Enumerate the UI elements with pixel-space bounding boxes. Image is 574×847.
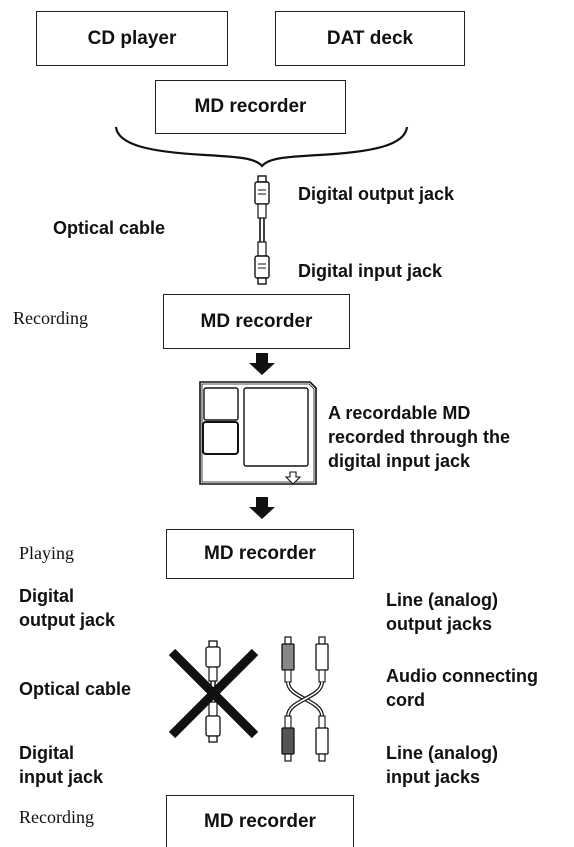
label-line: output jack	[19, 610, 116, 630]
dat-deck-box: DAT deck	[275, 11, 465, 66]
md-recorder-playing-box: MD recorder	[166, 529, 354, 579]
digital-output-jack-label: Digital output jack	[298, 184, 455, 204]
md-recorder-playing-label: MD recorder	[204, 543, 316, 564]
optical-plug-icon	[254, 241, 270, 285]
label-line: input jacks	[386, 767, 481, 787]
cd-player-box: CD player	[36, 11, 228, 66]
recording-label-1: Recording	[13, 308, 88, 328]
digital-input-jack-label-2: Digital input jack	[19, 741, 103, 789]
curly-brace	[114, 126, 409, 168]
rca-plug-icon	[281, 636, 295, 683]
md-recorder-bottom-label: MD recorder	[204, 810, 316, 832]
recording-label-2: Recording	[19, 807, 94, 827]
down-arrow-icon	[249, 353, 275, 375]
line-output-jacks-label: Line (analog) output jacks	[386, 588, 498, 636]
label-line: cord	[386, 690, 426, 710]
label-line: Line (analog)	[386, 743, 498, 763]
line-input-jacks-label: Line (analog) input jacks	[386, 741, 498, 789]
digital-output-jack-label-2: Digital output jack	[19, 584, 115, 632]
label-line: Audio connecting	[386, 666, 538, 686]
optical-cable-label-top: Optical cable	[53, 218, 166, 238]
md-recorder-source-label: MD recorder	[194, 96, 307, 117]
audio-connecting-cord	[281, 636, 329, 762]
audio-connecting-cord-label: Audio connecting cord	[386, 664, 538, 712]
md-recorder-source-box: MD recorder	[155, 80, 346, 134]
recordable-md-line: A recordable MD	[328, 403, 471, 423]
recordable-md-line: digital input jack	[328, 451, 471, 471]
rca-plug-icon	[315, 636, 329, 683]
label-line: Digital	[19, 586, 75, 606]
label-line: Line (analog)	[386, 590, 498, 610]
optical-cable-label-bottom: Optical cable	[19, 679, 132, 699]
cd-player-label: CD player	[87, 27, 177, 49]
cross-out-icon	[168, 648, 259, 739]
optical-plug-icon	[254, 175, 270, 219]
md-recorder-recording-box: MD recorder	[163, 294, 350, 349]
minidisc-icon	[199, 381, 317, 485]
digital-input-jack-label: Digital input jack	[298, 261, 443, 281]
label-line: output jacks	[386, 614, 493, 634]
md-recorder-bottom-box: MD recorder	[166, 795, 354, 847]
dat-deck-label: DAT deck	[326, 27, 414, 49]
down-arrow-icon	[249, 497, 275, 519]
rca-plug-icon	[315, 715, 329, 762]
recordable-md-label: A recordable MD recorded through the dig…	[328, 401, 510, 473]
label-line: Digital	[19, 743, 75, 763]
recordable-md-line: recorded through the	[328, 427, 511, 447]
label-line: input jack	[19, 767, 104, 787]
md-recorder-recording-label: MD recorder	[200, 310, 313, 332]
playing-label: Playing	[19, 543, 75, 563]
rca-plug-icon	[281, 715, 295, 762]
